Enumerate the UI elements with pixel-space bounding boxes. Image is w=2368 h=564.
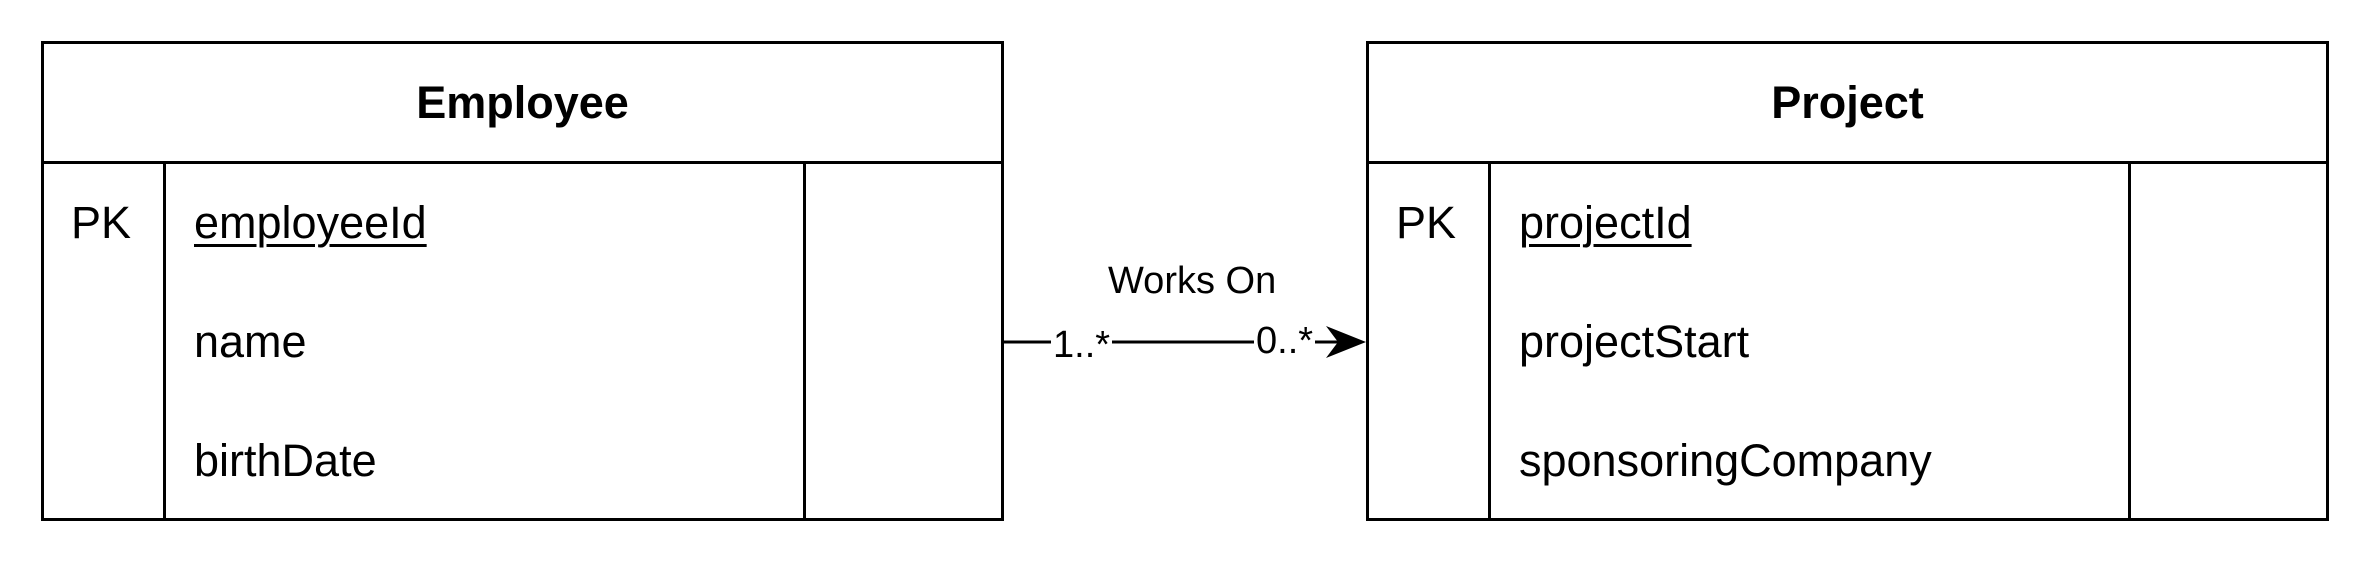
- entity-project[interactable]: Project PK projectId projectStart sponso…: [1366, 41, 2329, 521]
- attribute-project-id: projectId: [1519, 197, 1692, 248]
- arrowhead-icon: [1326, 326, 1366, 358]
- key-column-divider: [163, 164, 166, 518]
- entity-employee[interactable]: Employee PK employeeId name birthDate: [41, 41, 1004, 521]
- attribute-employee-id: employeeId: [194, 197, 427, 248]
- relationship-label: Works On: [1108, 260, 1277, 302]
- attribute-name: name: [194, 316, 307, 367]
- attribute-sponsoring-company: sponsoringCompany: [1519, 435, 1932, 486]
- source-cardinality: 1..*: [1051, 324, 1113, 366]
- entity-title: Employee: [44, 44, 1001, 164]
- key-column-divider: [1488, 164, 1491, 518]
- attribute-birth-date: birthDate: [194, 435, 377, 486]
- extra-column-divider: [803, 164, 806, 518]
- entity-title: Project: [1369, 44, 2326, 164]
- primary-key-marker: PK: [71, 197, 132, 248]
- target-cardinality: 0..*: [1254, 320, 1316, 362]
- extra-column-divider: [2128, 164, 2131, 518]
- attribute-project-start: projectStart: [1519, 316, 1750, 367]
- primary-key-marker: PK: [1396, 197, 1457, 248]
